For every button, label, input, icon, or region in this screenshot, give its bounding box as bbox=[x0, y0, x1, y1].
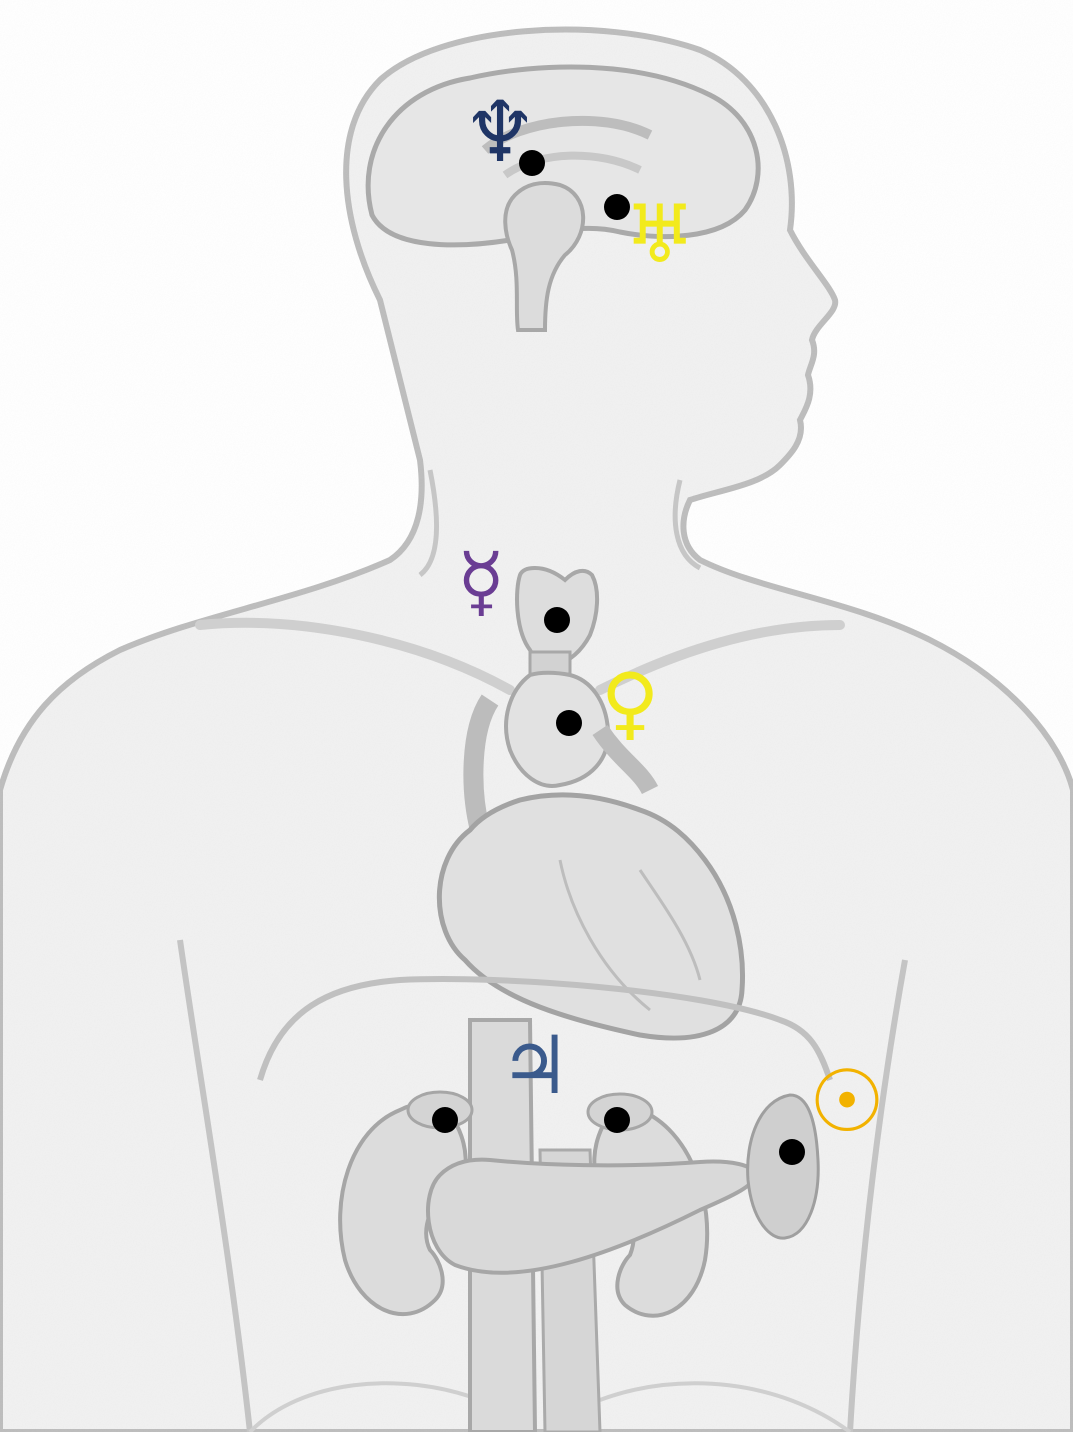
uranus-symbol-icon: ♅ bbox=[624, 195, 696, 275]
gland-dot-thyroid bbox=[544, 607, 570, 633]
gland-dot-left-adrenal bbox=[432, 1107, 458, 1133]
jupiter-symbol-icon: ♃ bbox=[499, 1026, 571, 1106]
sun-symbol-icon: ☉ bbox=[808, 1059, 885, 1145]
neptune-symbol-icon: ♆ bbox=[462, 90, 537, 174]
gland-dot-thymus bbox=[556, 710, 582, 736]
mercury-symbol-icon: ☿ bbox=[457, 543, 505, 621]
gland-dot-pancreas bbox=[779, 1139, 805, 1165]
gland-dot-right-adrenal bbox=[604, 1107, 630, 1133]
venus-symbol-icon: ♀ bbox=[601, 663, 660, 743]
